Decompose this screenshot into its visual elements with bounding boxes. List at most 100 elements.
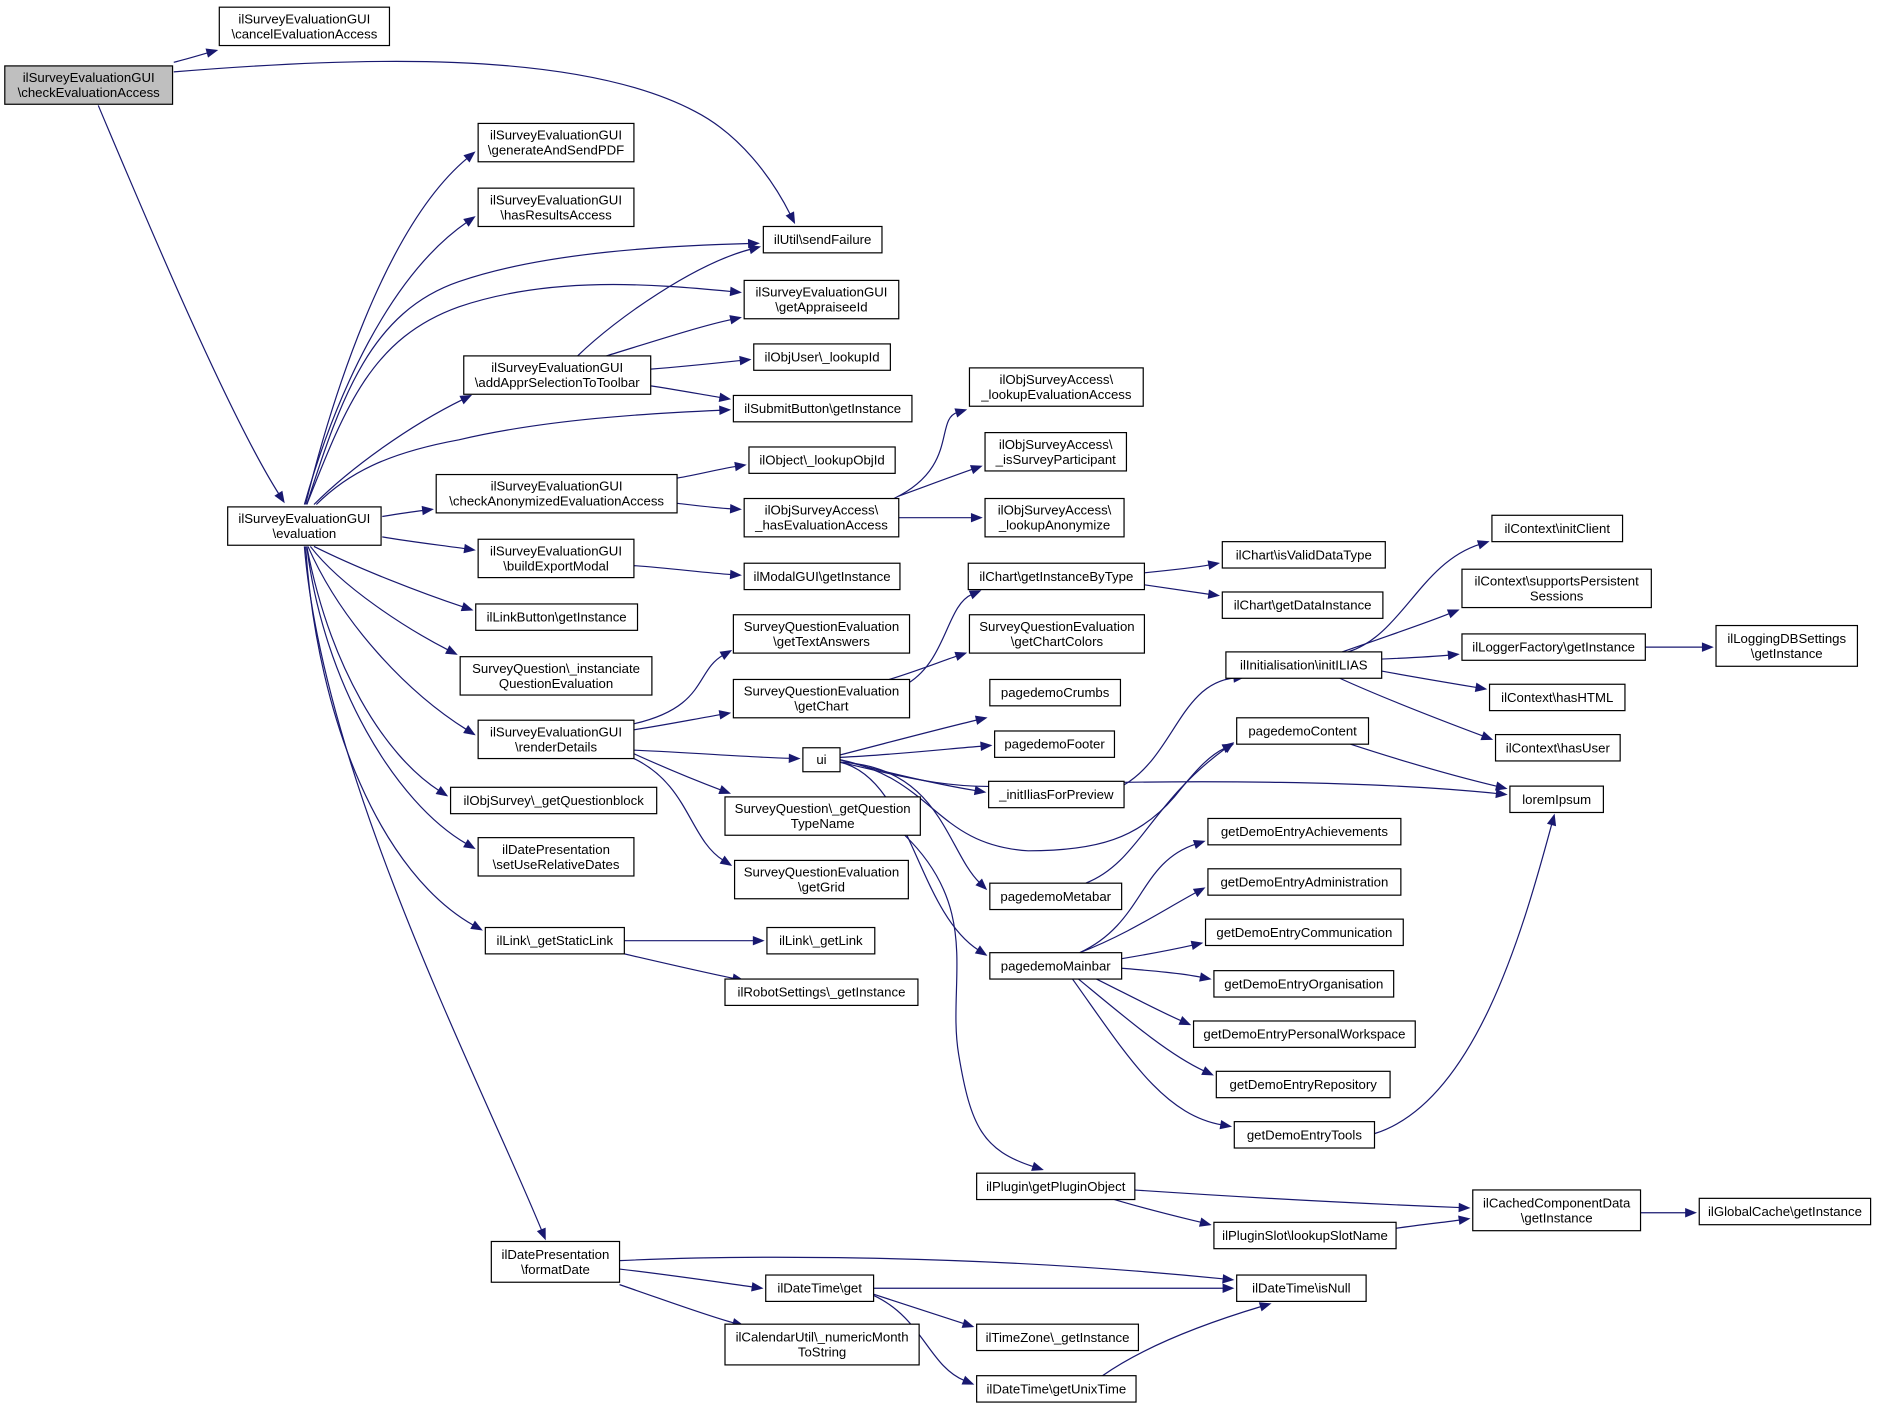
node-repository[interactable]: getDemoEntryRepository <box>1215 1070 1391 1099</box>
node-box <box>988 780 1125 809</box>
node-box <box>477 719 635 760</box>
node-cancel[interactable]: ilSurveyEvaluationGUI\cancelEvaluationAc… <box>218 6 391 47</box>
node-ui[interactable]: ui <box>802 747 841 773</box>
node-hasres[interactable]: ilSurveyEvaluationGUI\hasResultsAccess <box>477 187 635 228</box>
node-label-line: getDemoEntryTools <box>1247 1127 1362 1142</box>
node-isvalid[interactable]: ilChart\isValidDataType <box>1221 541 1386 569</box>
edge-line <box>606 318 732 357</box>
node-slotname[interactable]: ilPluginSlot\lookupSlotName <box>1213 1221 1397 1250</box>
node-lorem[interactable]: loremIpsum <box>1509 785 1604 814</box>
node-label-line: \formatDate <box>521 1262 590 1277</box>
node-lookupid[interactable]: ilObjUser\_lookupId <box>753 343 891 371</box>
node-initpreview[interactable]: _initIliasForPreview <box>988 780 1125 809</box>
node-dtget[interactable]: ilDateTime\get <box>765 1274 875 1302</box>
edge-line <box>633 758 724 861</box>
node-root[interactable]: ilSurveyEvaluationGUI\checkEvaluationAcc… <box>4 65 174 105</box>
arrow-head-icon <box>739 355 752 366</box>
node-personal[interactable]: getDemoEntryPersonalWorkspace <box>1192 1020 1416 1048</box>
arrow-head-icon <box>954 651 968 661</box>
edge-line <box>1096 978 1182 1022</box>
node-initclient[interactable]: ilContext\initClient <box>1491 514 1624 543</box>
arrow-head-icon <box>1458 1202 1471 1213</box>
node-crumbs[interactable]: pagedemoCrumbs <box>989 678 1122 707</box>
node-communication[interactable]: getDemoEntryCommunication <box>1204 918 1404 947</box>
node-datainst[interactable]: ilChart\getDataInstance <box>1221 591 1384 619</box>
edge-line <box>1144 564 1210 574</box>
node-genpdf[interactable]: ilSurveyEvaluationGUI\generateAndSendPDF <box>477 122 635 163</box>
node-cached[interactable]: ilCachedComponentData\getInstance <box>1472 1189 1642 1232</box>
node-pluginobj[interactable]: ilPlugin\getPluginObject <box>976 1172 1136 1201</box>
call-edge-unixtime-to-isnull <box>1102 1302 1272 1377</box>
node-charttype[interactable]: ilChart\getInstanceByType <box>967 562 1146 591</box>
node-getchart[interactable]: SurveyQuestionEvaluation\getChart <box>732 678 911 719</box>
node-lookupanon[interactable]: ilObjSurveyAccess\_lookupAnonymize <box>984 497 1125 538</box>
node-checkanon[interactable]: ilSurveyEvaluationGUI\checkAnonymizedEva… <box>435 473 678 514</box>
edge-line <box>1121 967 1202 978</box>
node-linkbtn[interactable]: ilLinkButton\getInstance <box>475 603 639 631</box>
call-edge-root-to-sendfail <box>173 60 796 225</box>
call-edge-addappr-to-lookupid <box>650 355 752 370</box>
call-edge-cached-to-globalcache <box>1640 1207 1697 1218</box>
node-administration[interactable]: getDemoEntryAdministration <box>1207 868 1402 896</box>
node-footer[interactable]: pagedemoFooter <box>994 730 1116 758</box>
node-questionblock[interactable]: ilObjSurvey\_getQuestionblock <box>449 786 658 815</box>
node-addappr[interactable]: ilSurveyEvaluationGUI\addApprSelectionTo… <box>463 355 652 395</box>
node-buildexp[interactable]: ilSurveyEvaluationGUI\buildExportModal <box>477 538 635 579</box>
node-label-line: ilSurveyEvaluationGUI <box>491 360 623 375</box>
node-issurveypart[interactable]: ilObjSurveyAccess\_isSurveyParticipant <box>984 432 1128 472</box>
node-unixtime[interactable]: ilDateTime\getUnixTime <box>976 1375 1137 1403</box>
node-isnull[interactable]: ilDateTime\isNull <box>1236 1274 1367 1302</box>
node-chartcolors[interactable]: SurveyQuestionEvaluation\getChartColors <box>968 614 1146 654</box>
node-initilias[interactable]: ilInitialisation\initILIAS <box>1225 651 1383 679</box>
node-label-line: getDemoEntryCommunication <box>1216 925 1392 940</box>
arrow-head-icon <box>1495 788 1508 799</box>
node-sendfail[interactable]: ilUtil\sendFailure <box>762 225 883 254</box>
node-getlink[interactable]: ilLink\_getLink <box>766 926 876 955</box>
edge-line <box>1133 1189 1461 1209</box>
node-formatdate[interactable]: ilDatePresentation\formatDate <box>490 1240 621 1283</box>
node-loggingdb[interactable]: ilLoggingDBSettings\getInstance <box>1715 624 1859 667</box>
node-staticlink[interactable]: ilLink\_getStaticLink <box>484 926 625 955</box>
node-label-line: ilDatePresentation <box>502 1247 610 1262</box>
edge-line <box>306 546 440 792</box>
node-timezone[interactable]: ilTimeZone\_getInstance <box>976 1323 1140 1352</box>
node-eval[interactable]: ilSurveyEvaluationGUI\evaluation <box>227 506 382 546</box>
node-loggerfac[interactable]: ilLoggerFactory\getInstance <box>1461 633 1646 661</box>
node-modal[interactable]: ilModalGUI\getInstance <box>743 562 901 591</box>
edge-line <box>619 1284 735 1324</box>
arrow-head-icon <box>1701 642 1714 652</box>
edge-line <box>839 747 1226 852</box>
node-instanciate[interactable]: SurveyQuestion\_instanciateQuestionEvalu… <box>459 656 653 696</box>
node-organisation[interactable]: getDemoEntryOrganisation <box>1213 970 1395 998</box>
node-globalcache[interactable]: ilGlobalCache\getInstance <box>1698 1197 1872 1226</box>
arrow-head-icon <box>961 1375 975 1385</box>
node-haseval[interactable]: ilObjSurveyAccess\_hasEvaluationAccess <box>743 497 900 538</box>
node-relativedates[interactable]: ilDatePresentation\setUseRelativeDates <box>477 837 635 877</box>
node-mainbar[interactable]: pagedemoMainbar <box>989 952 1123 980</box>
node-tools[interactable]: getDemoEntryTools <box>1233 1121 1376 1149</box>
node-hasuser[interactable]: ilContext\hasUser <box>1494 733 1621 762</box>
node-achievements[interactable]: getDemoEntryAchievements <box>1207 817 1402 846</box>
node-renderdet[interactable]: ilSurveyEvaluationGUI\renderDetails <box>477 719 635 760</box>
node-robot[interactable]: ilRobotSettings\_getInstance <box>724 978 919 1007</box>
node-box <box>1207 817 1402 846</box>
node-getgrid[interactable]: SurveyQuestionEvaluation\getGrid <box>733 859 909 900</box>
arrow-head-icon <box>974 715 988 725</box>
node-getappr[interactable]: ilSurveyEvaluationGUI\getAppraiseeId <box>743 279 900 320</box>
node-box <box>724 1323 920 1366</box>
node-submitbtn[interactable]: ilSubmitButton\getInstance <box>732 394 913 423</box>
node-lookupobjid[interactable]: ilObject\_lookupObjId <box>748 446 896 474</box>
edge-line <box>577 248 752 357</box>
node-content[interactable]: pagedemoContent <box>1236 717 1370 745</box>
node-textans[interactable]: SurveyQuestionEvaluation\getTextAnswers <box>732 614 911 654</box>
edge-line <box>173 60 792 216</box>
node-lookupeval[interactable]: ilObjSurveyAccess\_lookupEvaluationAcces… <box>968 367 1144 407</box>
node-hashtml[interactable]: ilContext\hasHTML <box>1488 683 1626 712</box>
node-box <box>732 678 911 719</box>
node-label-line: \setUseRelativeDates <box>493 857 620 872</box>
node-label-line: ilSurveyEvaluationGUI <box>490 128 622 143</box>
node-metabar[interactable]: pagedemoMetabar <box>989 882 1123 911</box>
